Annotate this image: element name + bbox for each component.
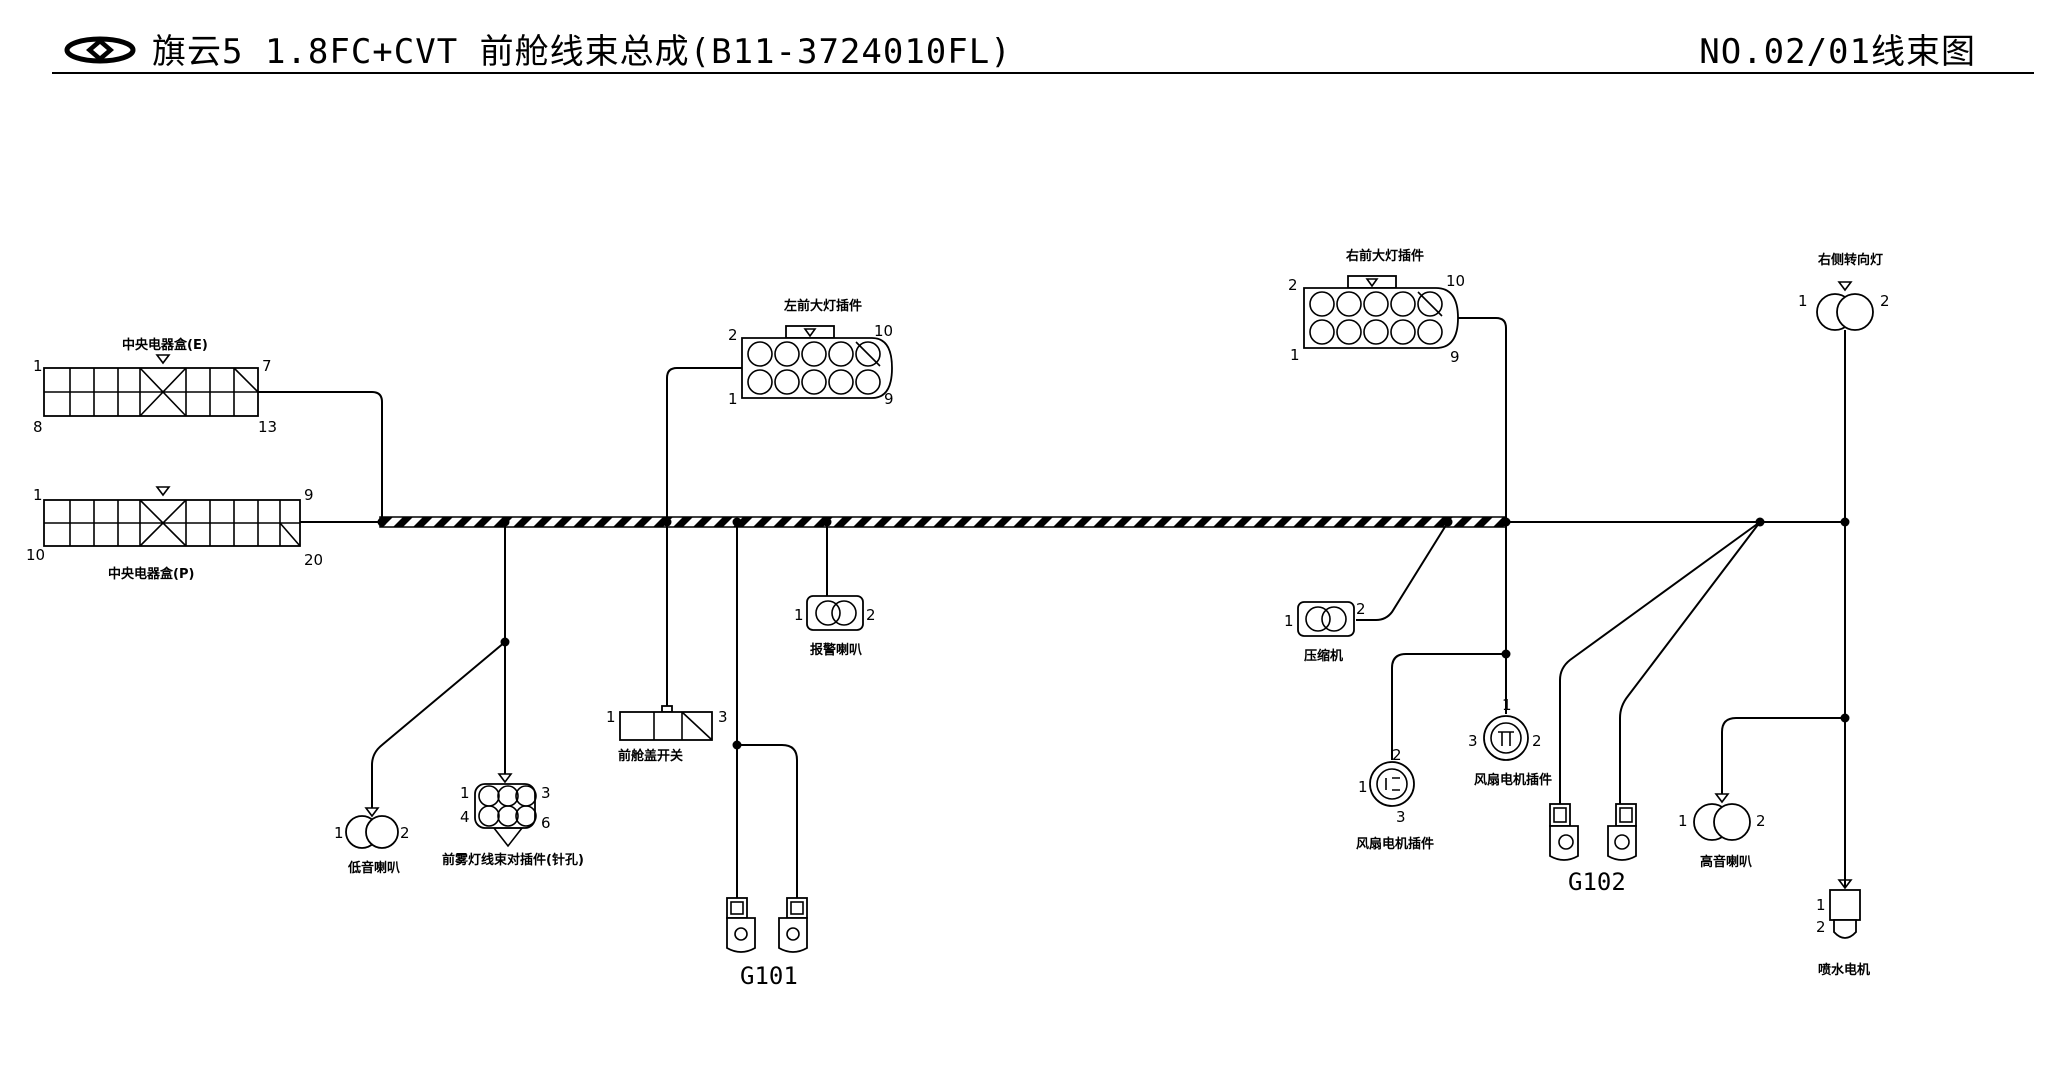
pin-number: 1 — [1290, 346, 1300, 364]
wire-right-headlamp — [1458, 317, 1507, 654]
pin-number: 3 — [718, 708, 728, 726]
pin-number: 2 — [1816, 918, 1826, 936]
pin-number: 2 — [1392, 746, 1402, 764]
g101-label: G101 — [740, 962, 798, 990]
connector-alarm-horn: 1 2 报警喇叭 — [794, 522, 876, 658]
fan-motor-1-label: 风扇电机插件 — [1356, 836, 1434, 852]
pin-number: 1 — [1816, 896, 1826, 914]
wire-center-box-e — [258, 391, 383, 522]
pin-number: 1 — [334, 824, 344, 842]
pin-number: 9 — [304, 486, 314, 504]
pin-number: 1 — [1798, 292, 1808, 310]
main-harness-trunk — [300, 516, 1845, 528]
pin-number: 3 — [541, 784, 551, 802]
connector-low-horn: 1 2 低音喇叭 — [334, 807, 410, 876]
pin-number: 9 — [884, 390, 894, 408]
connector-front-fog-pair: 1 3 4 6 前雾灯线束对插件(针孔) — [442, 773, 584, 868]
center-box-p-label: 中央电器盒(P) — [108, 566, 194, 582]
document-header: 旗云5 1.8FC+CVT 前舱线束总成(B11-3724010FL) NO.0… — [0, 0, 2056, 80]
pin-number: 2 — [1756, 812, 1766, 830]
branch-fan-motors — [1391, 649, 1511, 760]
header-rule — [52, 72, 2034, 74]
document-title: 旗云5 1.8FC+CVT 前舱线束总成(B11-3724010FL) — [152, 32, 1012, 72]
pin-number: 6 — [541, 814, 551, 832]
high-horn-label: 高音喇叭 — [1700, 854, 1752, 870]
connector-compressor: 1 2 压缩机 — [1284, 521, 1449, 664]
pin-number: 4 — [460, 808, 470, 826]
pin-number: 10 — [874, 322, 893, 340]
document-number: NO.02/01线束图 — [1699, 32, 1976, 72]
connector-hood-switch: 1 3 前舱盖开关 — [606, 705, 728, 764]
pin-number: 2 — [728, 326, 738, 344]
branch-low-horn-fog — [371, 522, 510, 808]
pin-number: 3 — [1468, 732, 1478, 750]
connector-center-box-p: 1 9 10 20 中央电器盒(P) — [26, 486, 323, 582]
pin-number: 8 — [33, 418, 43, 436]
right-turn-lamp-label: 右侧转向灯 — [1817, 252, 1883, 268]
fan-motor-2-label: 风扇电机插件 — [1474, 772, 1552, 788]
connector-center-box-e: 中央电器盒(E) 1 7 8 13 — [33, 337, 277, 436]
connector-fan-motor-1: 2 1 3 风扇电机插件 — [1356, 746, 1434, 852]
hood-switch-label: 前舱盖开关 — [618, 748, 683, 764]
pin-number: 1 — [606, 708, 616, 726]
alarm-horn-label: 报警喇叭 — [810, 642, 862, 658]
ground-g101: G101 — [726, 522, 808, 990]
wire-left-headlamp — [666, 367, 742, 712]
right-headlamp-label: 右前大灯插件 — [1345, 248, 1424, 264]
pin-number: 2 — [1288, 276, 1298, 294]
ground-g102: G102 — [1549, 521, 1761, 896]
pin-number: 9 — [1450, 348, 1460, 366]
pin-number: 1 — [728, 390, 738, 408]
pin-number: 2 — [1532, 732, 1542, 750]
pin-number: 3 — [1396, 808, 1406, 826]
pin-number: 2 — [866, 606, 876, 624]
g102-label: G102 — [1568, 868, 1626, 896]
pin-number: 10 — [1446, 272, 1465, 290]
connector-washer-motor: 1 2 喷水电机 — [1816, 879, 1870, 978]
pin-number: 1 — [33, 357, 43, 375]
pin-number: 2 — [400, 824, 410, 842]
pin-number: 1 — [1284, 612, 1294, 630]
pin-number: 1 — [460, 784, 470, 802]
pin-number: 1 — [1678, 812, 1688, 830]
pin-number: 2 — [1356, 600, 1366, 618]
connector-right-turn-lamp: 右侧转向灯 1 2 — [1798, 252, 1890, 331]
pin-number: 1 — [794, 606, 804, 624]
pin-number: 1 — [1358, 778, 1368, 796]
center-box-e-label: 中央电器盒(E) — [122, 337, 208, 353]
front-fog-pair-label: 前雾灯线束对插件(针孔) — [442, 852, 584, 868]
connector-high-horn: 1 2 高音喇叭 — [1678, 713, 1850, 870]
washer-motor-label: 喷水电机 — [1818, 962, 1870, 978]
pin-number: 7 — [262, 357, 272, 375]
pin-number: 13 — [258, 418, 277, 436]
chery-logo-icon — [64, 36, 136, 64]
pin-number: 2 — [1880, 292, 1890, 310]
pin-number: 10 — [26, 546, 45, 564]
left-headlamp-label: 左前大灯插件 — [784, 298, 862, 314]
connector-left-headlamp: 左前大灯插件 2 10 1 9 — [728, 298, 894, 408]
low-horn-label: 低音喇叭 — [347, 860, 400, 876]
pin-number: 20 — [304, 551, 323, 569]
connector-fan-motor-2: 1 2 3 风扇电机插件 — [1468, 696, 1552, 788]
compressor-label: 压缩机 — [1304, 648, 1343, 664]
connector-right-headlamp: 右前大灯插件 2 10 1 9 — [1288, 248, 1465, 366]
pin-number: 1 — [1502, 696, 1512, 714]
pin-number: 1 — [33, 486, 43, 504]
